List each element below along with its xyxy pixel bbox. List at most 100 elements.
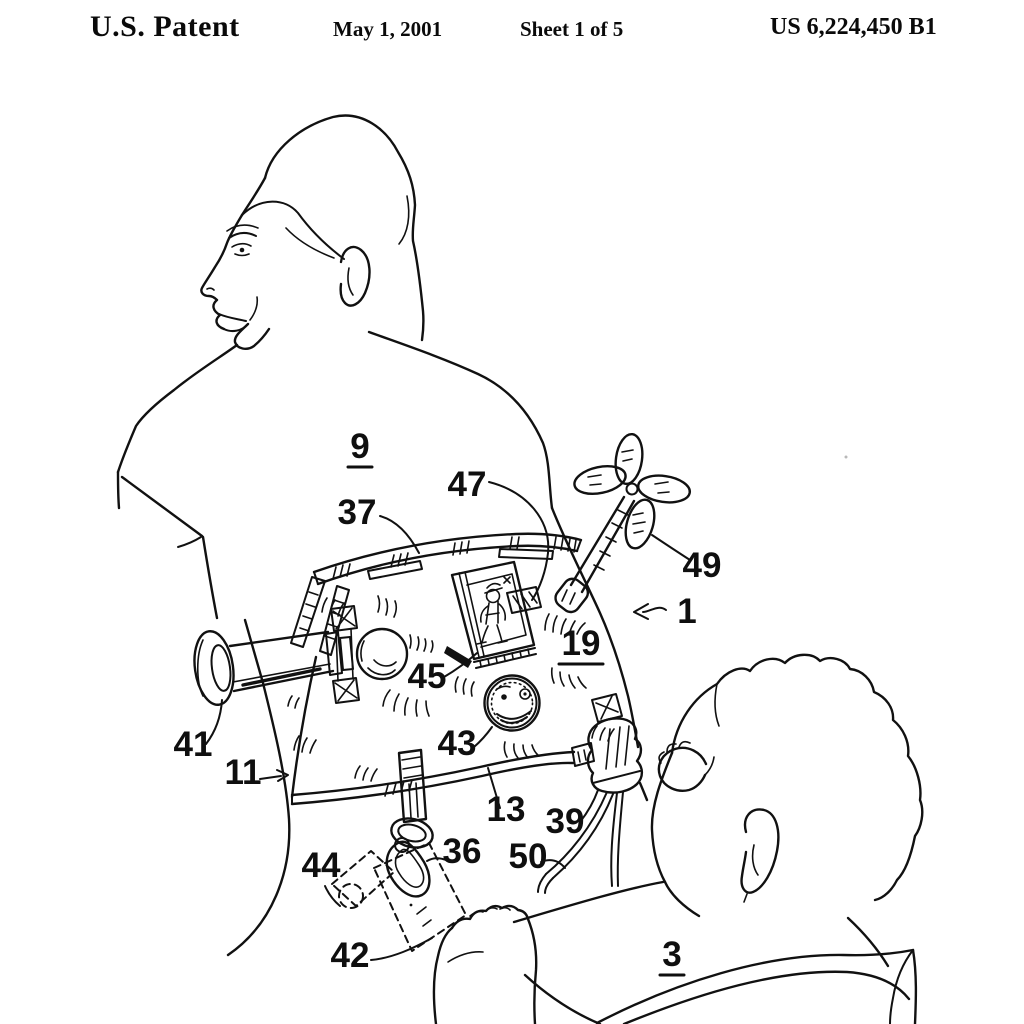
leader-41 [205, 699, 223, 745]
adult-chin [233, 322, 271, 350]
child-fist-fingers [450, 904, 530, 930]
picture-sparkle [503, 576, 511, 584]
adult-nostril [206, 287, 215, 291]
picture-figure-arms [479, 603, 507, 623]
ref-label-47: 47 [448, 465, 487, 504]
leader-47 [488, 481, 550, 601]
book-clasp [506, 586, 542, 614]
clamp-body [586, 717, 644, 794]
mirror-outer-ring [483, 674, 541, 732]
activity-panel [290, 506, 649, 802]
adult-smile-crease [249, 296, 259, 321]
horn-mount-box-top [330, 605, 358, 632]
ref-label-39: 39 [546, 802, 585, 841]
texture-group [287, 595, 615, 782]
waist-belt [290, 742, 595, 806]
belt-hatching [384, 779, 413, 797]
ref-label-36: 36 [443, 832, 482, 871]
horn-bell [193, 630, 235, 706]
leader-lines [205, 481, 691, 961]
ref-label-49: 49 [683, 546, 722, 585]
horn-toy [193, 605, 409, 706]
leader-45 [443, 652, 478, 678]
adult-cuff-flap [177, 536, 202, 548]
horn-mount-box-top-x [332, 607, 356, 630]
clamp-base [592, 770, 641, 784]
pinwheel-petal-right [636, 474, 692, 504]
horn-bell-opening [210, 644, 232, 692]
ref-label-13: 13 [487, 790, 526, 829]
book-cover-picture [476, 576, 511, 645]
clip-ring-inner [397, 823, 427, 843]
adult-hairline [241, 200, 345, 260]
child-left-wrist [704, 756, 715, 776]
adult-hair-strand-2 [398, 195, 410, 245]
clip-strap-ladder [401, 756, 423, 779]
adult-hair-left-edge [240, 176, 267, 217]
chair-tip-inner [889, 949, 914, 1024]
chair-back [595, 948, 918, 1024]
pinwheel-holder-lines [561, 589, 576, 605]
arrow-1-head [633, 603, 649, 620]
pinwheel-petal-bottom [624, 498, 656, 550]
ref-label-45: 45 [408, 657, 447, 696]
child-ear-inner [743, 844, 759, 903]
strap-hatching [332, 536, 577, 580]
panel-left-edge [290, 655, 318, 799]
clip-strap [385, 748, 434, 898]
chair-top-edge [595, 948, 915, 1024]
child-figure [409, 653, 924, 1024]
patent-header: U.S. Patent May 1, 2001 Sheet 1 of 5 US … [0, 0, 1024, 62]
child-ear [740, 808, 780, 894]
patent-title: U.S. Patent [90, 10, 240, 43]
fabric-texture-marks [287, 595, 615, 782]
child-neck-right [846, 916, 890, 968]
strap-band-inner [316, 544, 579, 586]
child-forearm-left-edge [432, 926, 454, 1024]
hidden-toy-outline [331, 842, 467, 952]
child-raised-arm [409, 903, 538, 1024]
chair-right-edge [911, 948, 918, 1024]
adult-mouth-upper [218, 313, 247, 322]
panel-right-edge [550, 506, 640, 749]
leader-39 [579, 789, 599, 823]
horn-mount-box-bottom-x [334, 679, 358, 702]
pinwheel-petal-left [573, 464, 627, 496]
motion-dot [409, 903, 413, 907]
adult-hair-strand [285, 227, 335, 259]
child-forearm-right-edge [526, 917, 538, 1024]
adult-sleeve-cuff [120, 475, 204, 538]
strap-band-outer [312, 532, 583, 574]
picture-figure-hat [484, 582, 503, 594]
hidden-toy-part-2 [373, 842, 467, 952]
belt-connector-ticks [577, 749, 587, 763]
clamp-tab-diagonals [595, 695, 619, 720]
ref-label-1: 1 [677, 592, 696, 631]
ref-label-37: 37 [338, 493, 377, 532]
pinwheel-petal-dashes [587, 449, 670, 534]
pinwheel-holder [554, 577, 590, 614]
ref-label-43: 43 [438, 724, 477, 763]
clip-strap-webbing [397, 748, 428, 824]
horn-squeeze-bulb [355, 627, 409, 681]
scan-artifact-dot [844, 455, 848, 459]
adult-back-curve [367, 330, 554, 510]
leader-13 [487, 767, 501, 809]
horn-bell-rim [196, 639, 204, 697]
book-shadow-wedge [444, 646, 472, 668]
mirror-right-eye-ring [519, 688, 531, 700]
hidden-toy-knob [338, 883, 364, 909]
mirror-left-eye [501, 694, 507, 700]
ref-label-50: 50 [509, 837, 548, 876]
adult-ear-inner [347, 267, 354, 296]
leader-42 [370, 937, 433, 961]
adult-figure [116, 114, 554, 957]
panel-edge-band-1 [290, 576, 326, 648]
arrow-11-head [276, 769, 289, 782]
patent-date: May 1, 2001 [333, 17, 443, 41]
mirror-right-eye-dot [523, 692, 527, 696]
adult-eye-upper [231, 242, 252, 248]
pull-cord-tail [537, 873, 554, 894]
